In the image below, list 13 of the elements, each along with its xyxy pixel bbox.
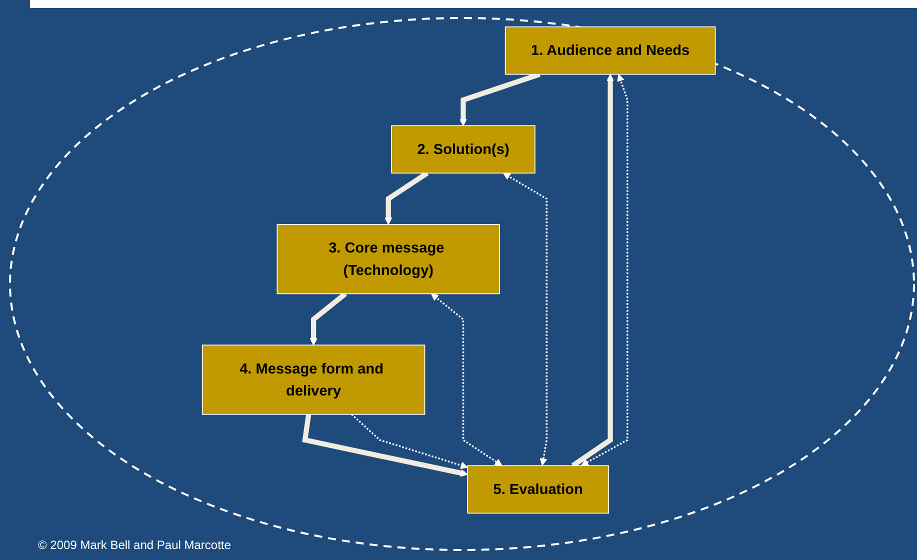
node-box: 1. Audience and Needs (504, 26, 716, 75)
node-box: 2. Solution(s) (390, 125, 536, 174)
node-box: 4. Message form and delivery (202, 344, 425, 415)
arrow (571, 74, 614, 468)
arrow (302, 414, 468, 477)
arrow (309, 292, 347, 346)
arrow (502, 172, 548, 466)
arrow (350, 414, 468, 469)
copyright-note: © 2009 Mark Bell and Paul Marcotte (38, 538, 231, 552)
arrow (430, 293, 502, 466)
node-box: 3. Core message (Technology) (276, 224, 500, 294)
node-box: 5. Evaluation (466, 465, 609, 514)
arrow (580, 74, 628, 466)
